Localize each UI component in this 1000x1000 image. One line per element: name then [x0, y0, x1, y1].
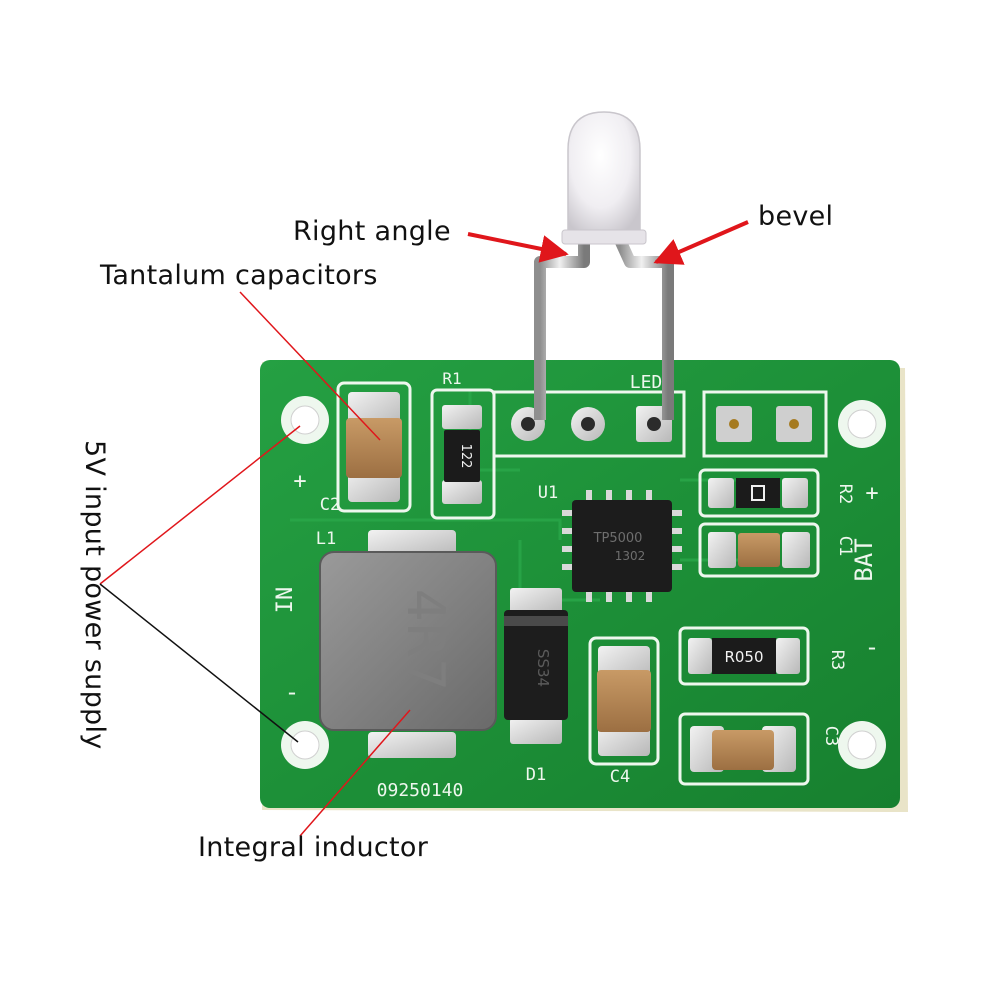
silk-l1: L1: [316, 529, 336, 549]
resistor-r3-marking: R050: [724, 648, 763, 666]
resistor-r1: 122: [430, 388, 496, 520]
silk-bat: BAT: [850, 538, 878, 581]
silk-c2: C2: [320, 495, 340, 515]
inductor-l1: 4R7: [319, 530, 497, 758]
silk-c1: C1: [835, 536, 855, 556]
inductor-marking: 4R7: [395, 589, 455, 691]
silk-led: LED: [630, 372, 663, 393]
silk-r1: R1: [442, 369, 461, 388]
silkscreen-labels: R1 LED U1 R2 C1 BAT + - C2 + L1 IN - R3 …: [273, 369, 879, 801]
callout-right-angle: Right angle: [293, 216, 451, 247]
silk-u1: U1: [538, 483, 558, 503]
silk-c3: C3: [821, 726, 841, 746]
silk-plus-right: +: [865, 481, 878, 506]
callout-tantalum-capacitors: Tantalum capacitors: [100, 260, 378, 291]
line-inductor: [299, 709, 411, 837]
chip-u1: TP5000 1302: [562, 490, 682, 602]
chip-marking-line1: TP5000: [593, 531, 643, 546]
capacitor-c4: [588, 636, 660, 766]
line-5v-upper: [99, 425, 301, 585]
silk-minus-left: -: [285, 678, 299, 706]
resistor-r2: [698, 468, 820, 518]
silk-in: IN: [273, 587, 298, 614]
callout-lines: [99, 220, 749, 837]
callout-integral-inductor: Integral inductor: [198, 832, 429, 863]
led: [561, 111, 647, 245]
resistor-r1-marking: 122: [458, 444, 473, 469]
silk-r2: R2: [835, 484, 855, 504]
silk-c4: C4: [610, 767, 630, 787]
silk-r3: R3: [827, 650, 847, 670]
silk-plus-left: +: [293, 469, 306, 494]
silk-minus-right: -: [865, 633, 879, 661]
silk-d1: D1: [526, 765, 546, 785]
chip-marking-line2: 1302: [615, 549, 646, 563]
callout-input-power-supply: 5V input power supply: [79, 440, 110, 750]
diode-d1: SS34: [504, 588, 568, 744]
arrow-bevel: [653, 220, 749, 265]
silk-board-code: 09250140: [377, 780, 464, 801]
capacitor-c2: [336, 381, 412, 513]
capacitor-c1: [698, 522, 820, 578]
diode-marking: SS34: [534, 649, 552, 687]
callout-bevel: bevel: [758, 201, 834, 232]
battery-pads: [702, 390, 828, 458]
line-tantalum: [239, 291, 381, 441]
capacitor-c3: [678, 712, 810, 786]
line-5v-lower: [99, 583, 299, 743]
resistor-r3: R050: [678, 626, 810, 686]
arrow-right-angle: [467, 232, 569, 263]
